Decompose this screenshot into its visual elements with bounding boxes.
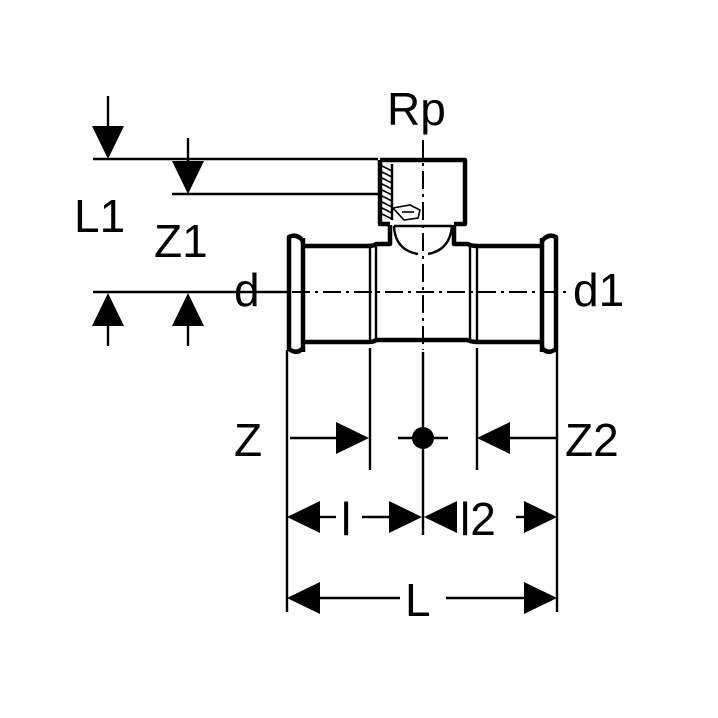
label-l1: L1	[74, 190, 125, 242]
label-d1: d1	[573, 264, 624, 316]
label-z1: Z1	[154, 215, 208, 267]
dimension-l1-arrows	[92, 96, 124, 346]
label-z: Z	[234, 414, 262, 466]
tee-fitting-body	[286, 157, 559, 354]
dimension-z-arrow	[290, 422, 369, 454]
extension-lines	[93, 157, 559, 612]
dimension-l2-arrows	[424, 501, 557, 533]
dimension-l-arrows	[287, 501, 422, 533]
label-L: L	[405, 574, 431, 626]
label-z2: Z2	[565, 414, 619, 466]
label-d: d	[234, 264, 260, 316]
label-rp: Rp	[387, 83, 446, 135]
dimension-L-arrows	[287, 582, 557, 614]
dimension-z2-arrow	[477, 422, 556, 454]
label-l2: l2	[460, 493, 496, 545]
label-l: l	[341, 493, 351, 545]
dimension-z1-arrows	[172, 138, 204, 346]
